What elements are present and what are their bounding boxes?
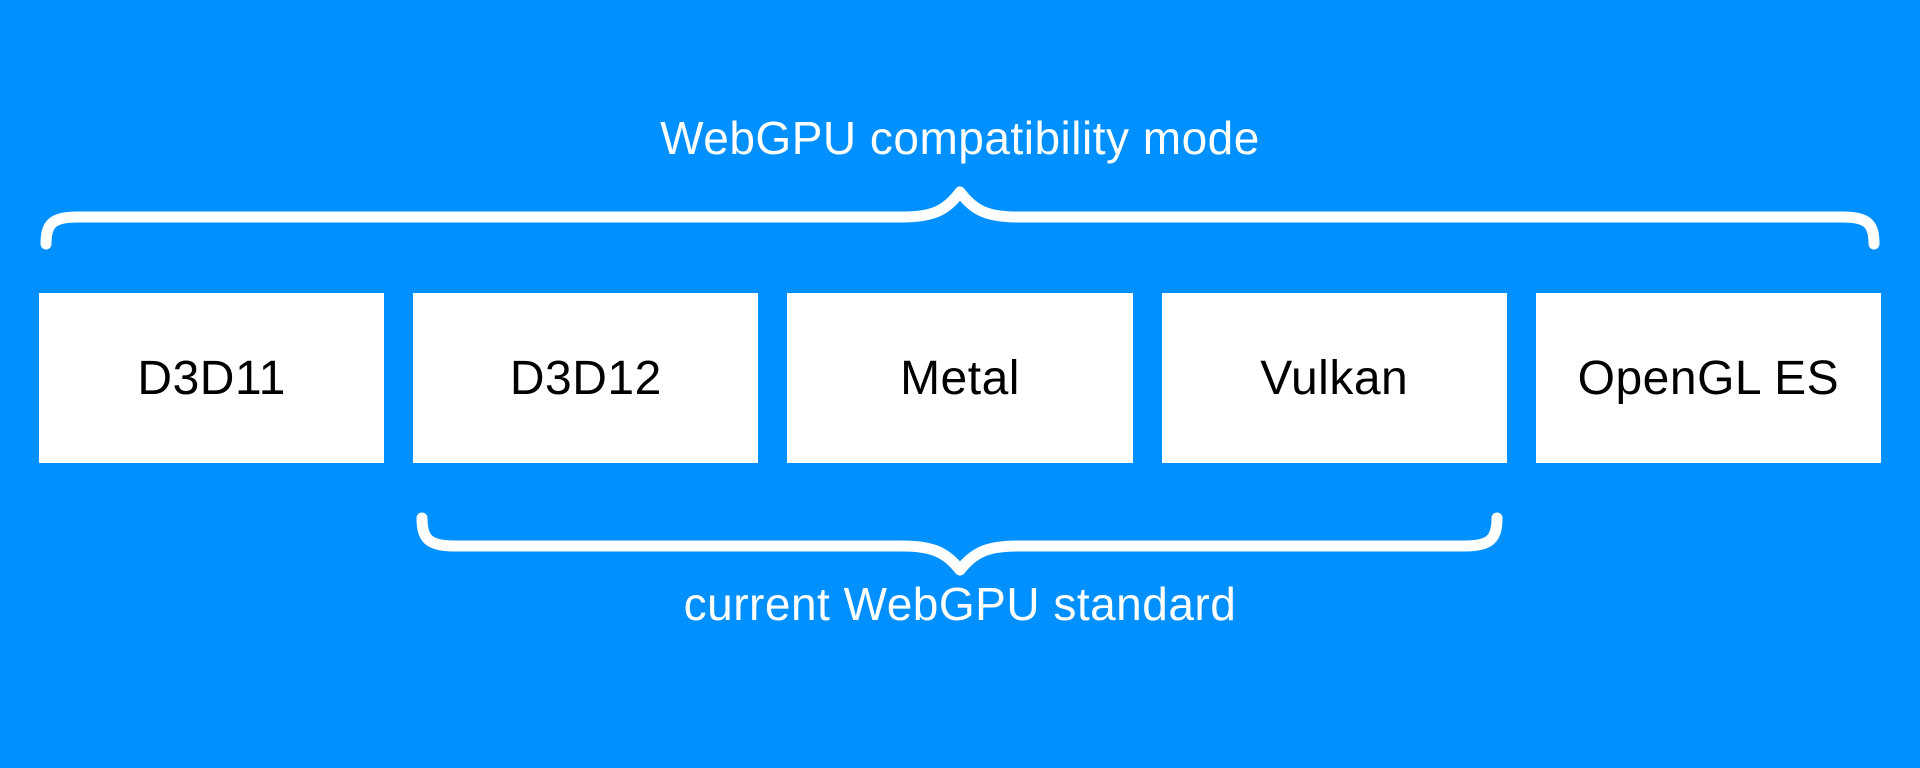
box-label: OpenGL ES [1577,351,1840,405]
top-brace-path [40,186,1880,250]
box-d3d12: D3D12 [413,293,759,463]
box-label: D3D12 [509,351,662,405]
api-boxes-row: D3D11 D3D12 Metal Vulkan OpenGL ES [0,293,1920,463]
box-vulkan: Vulkan [1161,293,1507,463]
top-brace [40,186,1880,250]
bottom-brace-path [416,512,1503,576]
bottom-caption: current WebGPU standard [683,578,1237,630]
box-d3d11: D3D11 [39,293,385,463]
box-label: D3D11 [137,351,286,405]
bottom-brace [416,512,1503,576]
box-label: Metal [900,351,1020,405]
box-opengl-es: OpenGL ES [1535,293,1882,463]
top-caption: WebGPU compatibility mode [660,112,1260,164]
box-label: Vulkan [1260,351,1409,405]
box-metal: Metal [787,293,1133,463]
